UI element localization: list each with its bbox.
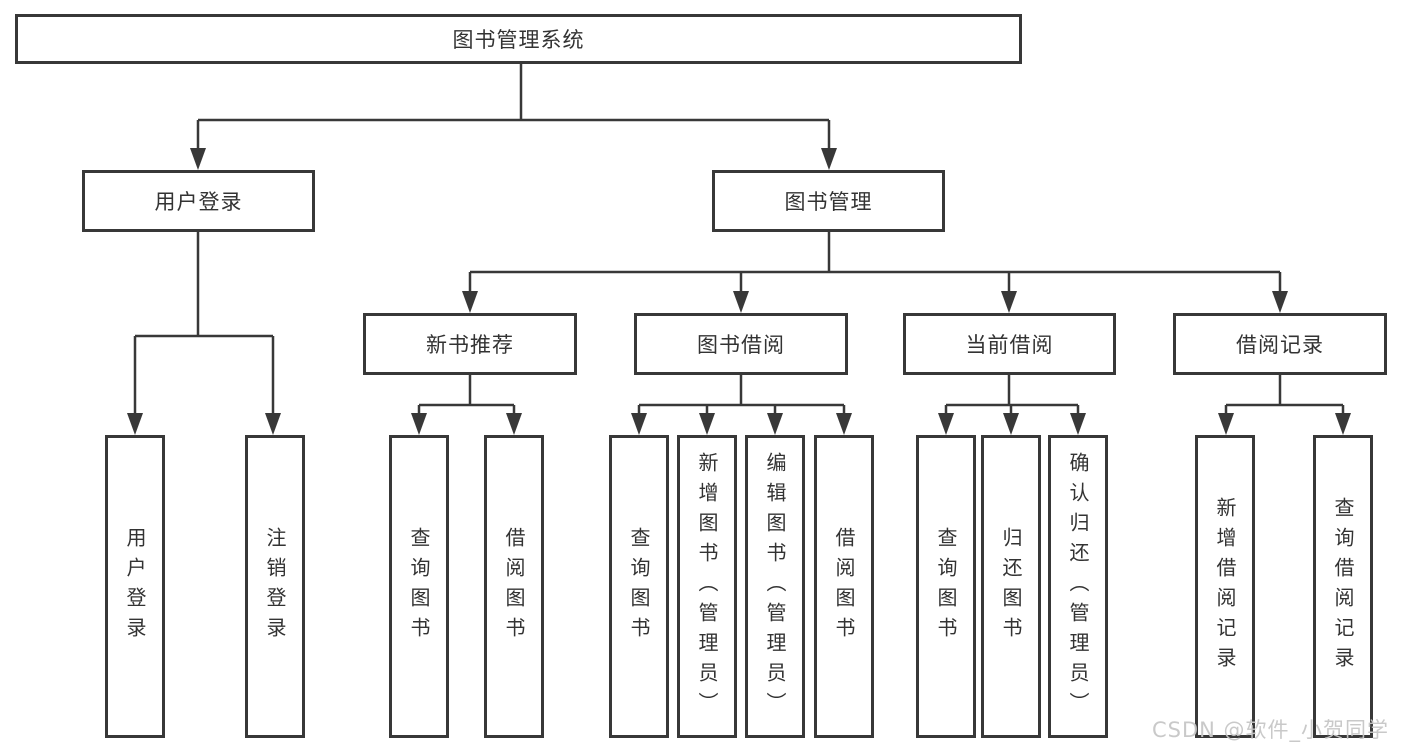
connector-current-borrow-children bbox=[944, 375, 1080, 415]
leaf-query-books-current: 查询图书 bbox=[916, 435, 976, 738]
node-book-management-module: 图书管理 bbox=[712, 170, 945, 232]
node-user-login-module-label: 用户登录 bbox=[154, 190, 243, 214]
leaf-borrow-books-label: 借阅图书 bbox=[832, 526, 856, 647]
leaf-user-login: 用户登录 bbox=[105, 435, 165, 738]
leaf-add-books-admin-label: 新增图书（管理员） bbox=[695, 451, 719, 722]
leaf-query-books-current-label: 查询图书 bbox=[934, 526, 958, 647]
node-borrow-records: 借阅记录 bbox=[1173, 313, 1387, 375]
connector-root-to-level2 bbox=[196, 64, 831, 151]
node-book-management-module-label: 图书管理 bbox=[784, 190, 873, 214]
leaf-edit-books-admin-label: 编辑图书（管理员） bbox=[763, 451, 787, 722]
node-root-system-label: 图书管理系统 bbox=[452, 28, 585, 52]
node-current-borrow: 当前借阅 bbox=[903, 313, 1116, 375]
connector-borrow-records-children bbox=[1224, 375, 1345, 415]
leaf-confirm-return-admin-label: 确认归还（管理员） bbox=[1066, 451, 1090, 722]
node-borrow-records-label: 借阅记录 bbox=[1236, 333, 1324, 357]
csdn-watermark: CSDN @软件_小贺同学 bbox=[1152, 718, 1390, 742]
node-book-borrow: 图书借阅 bbox=[634, 313, 848, 375]
node-root-system: 图书管理系统 bbox=[15, 14, 1022, 64]
node-book-borrow-label: 图书借阅 bbox=[697, 333, 785, 357]
node-user-login-module: 用户登录 bbox=[82, 170, 315, 232]
node-new-book-recommend: 新书推荐 bbox=[363, 313, 577, 375]
leaf-edit-books-admin: 编辑图书（管理员） bbox=[745, 435, 805, 738]
connector-user-login-children bbox=[133, 232, 275, 415]
leaf-borrow-books: 借阅图书 bbox=[814, 435, 874, 738]
leaf-borrow-books-recommend-label: 借阅图书 bbox=[502, 526, 526, 647]
leaf-query-books-borrow-label: 查询图书 bbox=[627, 526, 651, 647]
leaf-query-borrow-record: 查询借阅记录 bbox=[1313, 435, 1373, 738]
leaf-return-books: 归还图书 bbox=[981, 435, 1041, 738]
leaf-user-login-label: 用户登录 bbox=[123, 526, 147, 647]
leaf-query-borrow-record-label: 查询借阅记录 bbox=[1331, 496, 1355, 677]
leaf-add-borrow-record: 新增借阅记录 bbox=[1195, 435, 1255, 738]
leaf-query-books-recommend: 查询图书 bbox=[389, 435, 449, 738]
connector-new-book-recommend-children bbox=[417, 375, 516, 415]
connector-book-borrow-children bbox=[637, 375, 846, 415]
leaf-logout-label: 注销登录 bbox=[263, 526, 287, 647]
connector-book-management-children bbox=[468, 232, 1282, 293]
node-current-borrow-label: 当前借阅 bbox=[965, 333, 1054, 357]
leaf-borrow-books-recommend: 借阅图书 bbox=[484, 435, 544, 738]
leaf-add-books-admin: 新增图书（管理员） bbox=[677, 435, 737, 738]
node-new-book-recommend-label: 新书推荐 bbox=[426, 333, 514, 357]
leaf-logout: 注销登录 bbox=[245, 435, 305, 738]
leaf-add-borrow-record-label: 新增借阅记录 bbox=[1213, 496, 1237, 677]
leaf-query-books-recommend-label: 查询图书 bbox=[407, 526, 431, 647]
leaf-confirm-return-admin: 确认归还（管理员） bbox=[1048, 435, 1108, 738]
leaf-return-books-label: 归还图书 bbox=[999, 526, 1023, 647]
leaf-query-books-borrow: 查询图书 bbox=[609, 435, 669, 738]
